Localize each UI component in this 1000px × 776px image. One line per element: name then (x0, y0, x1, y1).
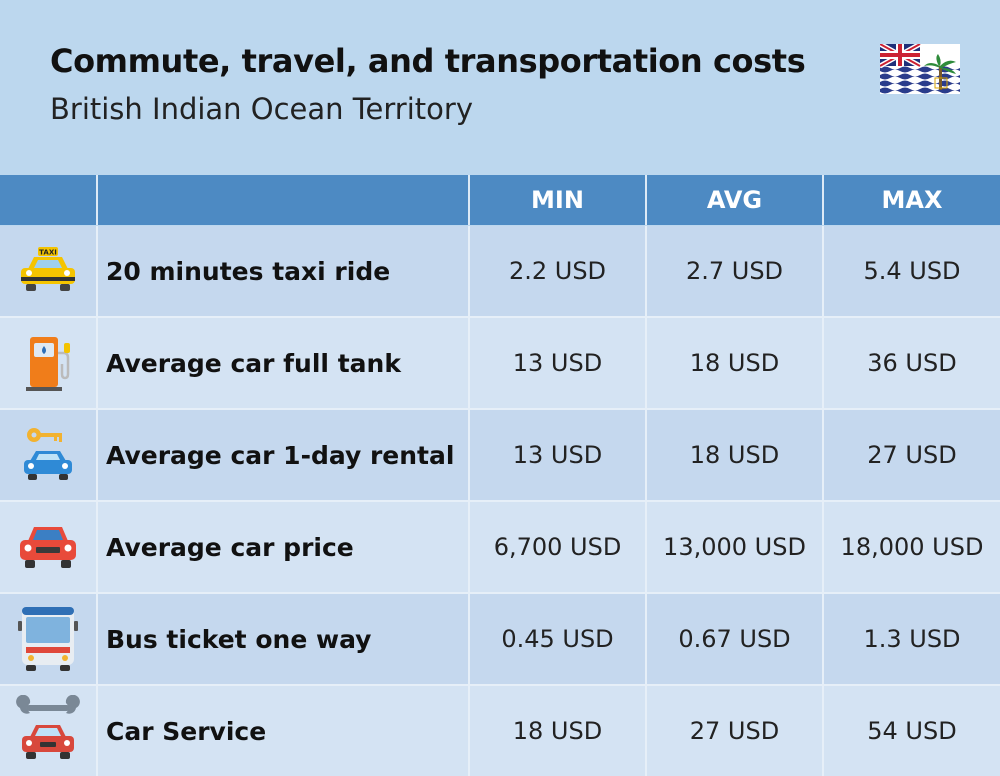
car-icon (20, 527, 76, 568)
fuel-pump-icon (26, 337, 70, 391)
table-row: TAXI 20 minutes taxi ride 2.2 USD 2.7 US… (0, 226, 1000, 316)
value-max: 36 USD (824, 318, 1000, 408)
value-min: 13 USD (470, 410, 647, 500)
row-label: Average car 1-day rental (98, 410, 470, 500)
value-max: 18,000 USD (824, 502, 1000, 592)
taxi-icon: TAXI (21, 247, 75, 291)
header-min: MIN (470, 175, 647, 225)
value-max: 5.4 USD (824, 226, 1000, 316)
value-max: 54 USD (824, 686, 1000, 776)
header-max: MAX (824, 175, 1000, 225)
table-row: Bus ticket one way 0.45 USD 0.67 USD 1.3… (0, 594, 1000, 684)
table-header-row: MIN AVG MAX (0, 175, 1000, 225)
row-label: 20 minutes taxi ride (98, 226, 470, 316)
row-divider (0, 408, 1000, 410)
value-min: 18 USD (470, 686, 647, 776)
value-max: 1.3 USD (824, 594, 1000, 684)
page-title: Commute, travel, and transportation cost… (50, 42, 806, 80)
row-label: Bus ticket one way (98, 594, 470, 684)
value-min: 2.2 USD (470, 226, 647, 316)
value-avg: 27 USD (647, 686, 824, 776)
value-min: 13 USD (470, 318, 647, 408)
cost-table: MIN AVG MAX TAXI 20 minutes taxi ride 2.… (0, 175, 1000, 776)
row-divider (0, 684, 1000, 686)
page-subtitle: British Indian Ocean Territory (50, 92, 473, 126)
row-divider (0, 592, 1000, 594)
table-row: Car Service 18 USD 27 USD 54 USD (0, 686, 1000, 776)
value-avg: 18 USD (647, 410, 824, 500)
svg-text:TAXI: TAXI (39, 249, 57, 257)
value-avg: 2.7 USD (647, 226, 824, 316)
row-label: Average car full tank (98, 318, 470, 408)
table-row: Average car price 6,700 USD 13,000 USD 1… (0, 502, 1000, 592)
row-label: Average car price (98, 502, 470, 592)
row-divider (0, 316, 1000, 318)
car-service-wrench-icon (16, 695, 80, 759)
british-indian-ocean-territory-flag-icon (880, 44, 960, 94)
value-avg: 18 USD (647, 318, 824, 408)
table-row: Average car 1-day rental 13 USD 18 USD 2… (0, 410, 1000, 500)
table-row: Average car full tank 13 USD 18 USD 36 U… (0, 318, 1000, 408)
row-divider (0, 500, 1000, 502)
car-rental-key-icon (24, 428, 72, 480)
header-avg: AVG (647, 175, 824, 225)
value-min: 0.45 USD (470, 594, 647, 684)
value-max: 27 USD (824, 410, 1000, 500)
value-avg: 13,000 USD (647, 502, 824, 592)
row-label: Car Service (98, 686, 470, 776)
value-min: 6,700 USD (470, 502, 647, 592)
value-avg: 0.67 USD (647, 594, 824, 684)
header: Commute, travel, and transportation cost… (0, 0, 1000, 175)
header-label-cell (98, 175, 470, 225)
bus-icon (18, 607, 78, 671)
header-icon-cell (0, 175, 98, 225)
